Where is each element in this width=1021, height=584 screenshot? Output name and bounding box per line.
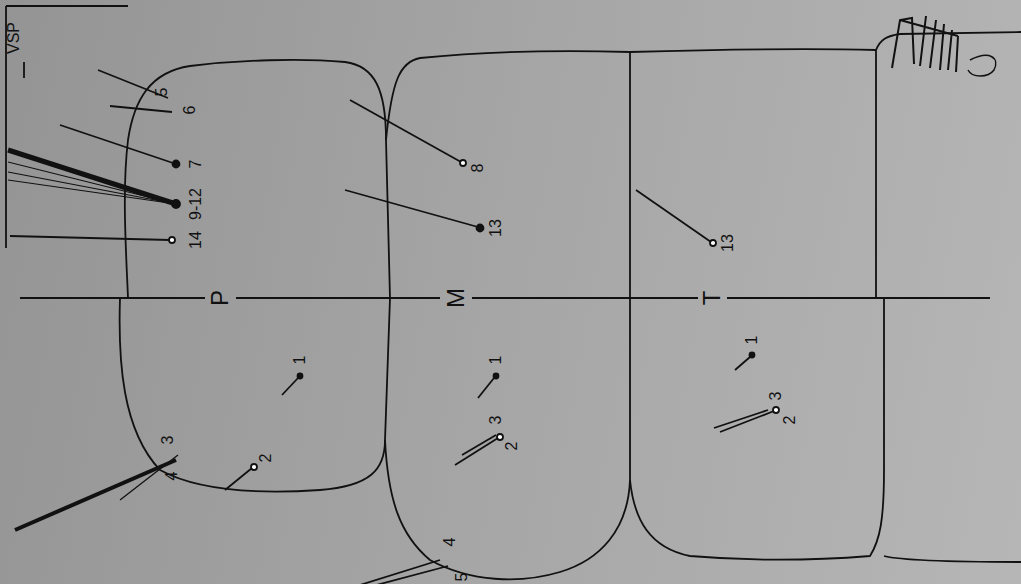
seta-number: 5 <box>454 572 470 581</box>
seta-number: 13 <box>720 234 736 252</box>
seta-number: 3 <box>488 416 504 425</box>
seta-number: 5 <box>154 88 170 97</box>
seta-number: 13 <box>488 219 504 237</box>
seta-number: 3 <box>768 392 784 401</box>
segment-letter: M <box>444 288 468 308</box>
segment-letter: P <box>208 290 232 306</box>
seta-number: 14 <box>188 231 204 249</box>
seta-number: 3 <box>160 436 176 445</box>
seta-number: 4 <box>164 472 180 481</box>
seta-number: 2 <box>782 416 798 425</box>
segment-letter: T <box>700 291 724 306</box>
seta-number: 7 <box>188 160 204 169</box>
seta-number: 1 <box>488 356 504 365</box>
seta-number: 8 <box>470 164 486 173</box>
seta-number: 6 <box>182 106 198 115</box>
seta-number: 1 <box>292 356 308 365</box>
seta-number: 4 <box>442 538 458 547</box>
seta-number: 1 <box>744 336 760 345</box>
seta-number: 2 <box>258 454 274 463</box>
seta-number: 9-12 <box>188 188 204 220</box>
seta-number: 2 <box>504 442 520 451</box>
vsp-label: VSP <box>6 22 22 54</box>
